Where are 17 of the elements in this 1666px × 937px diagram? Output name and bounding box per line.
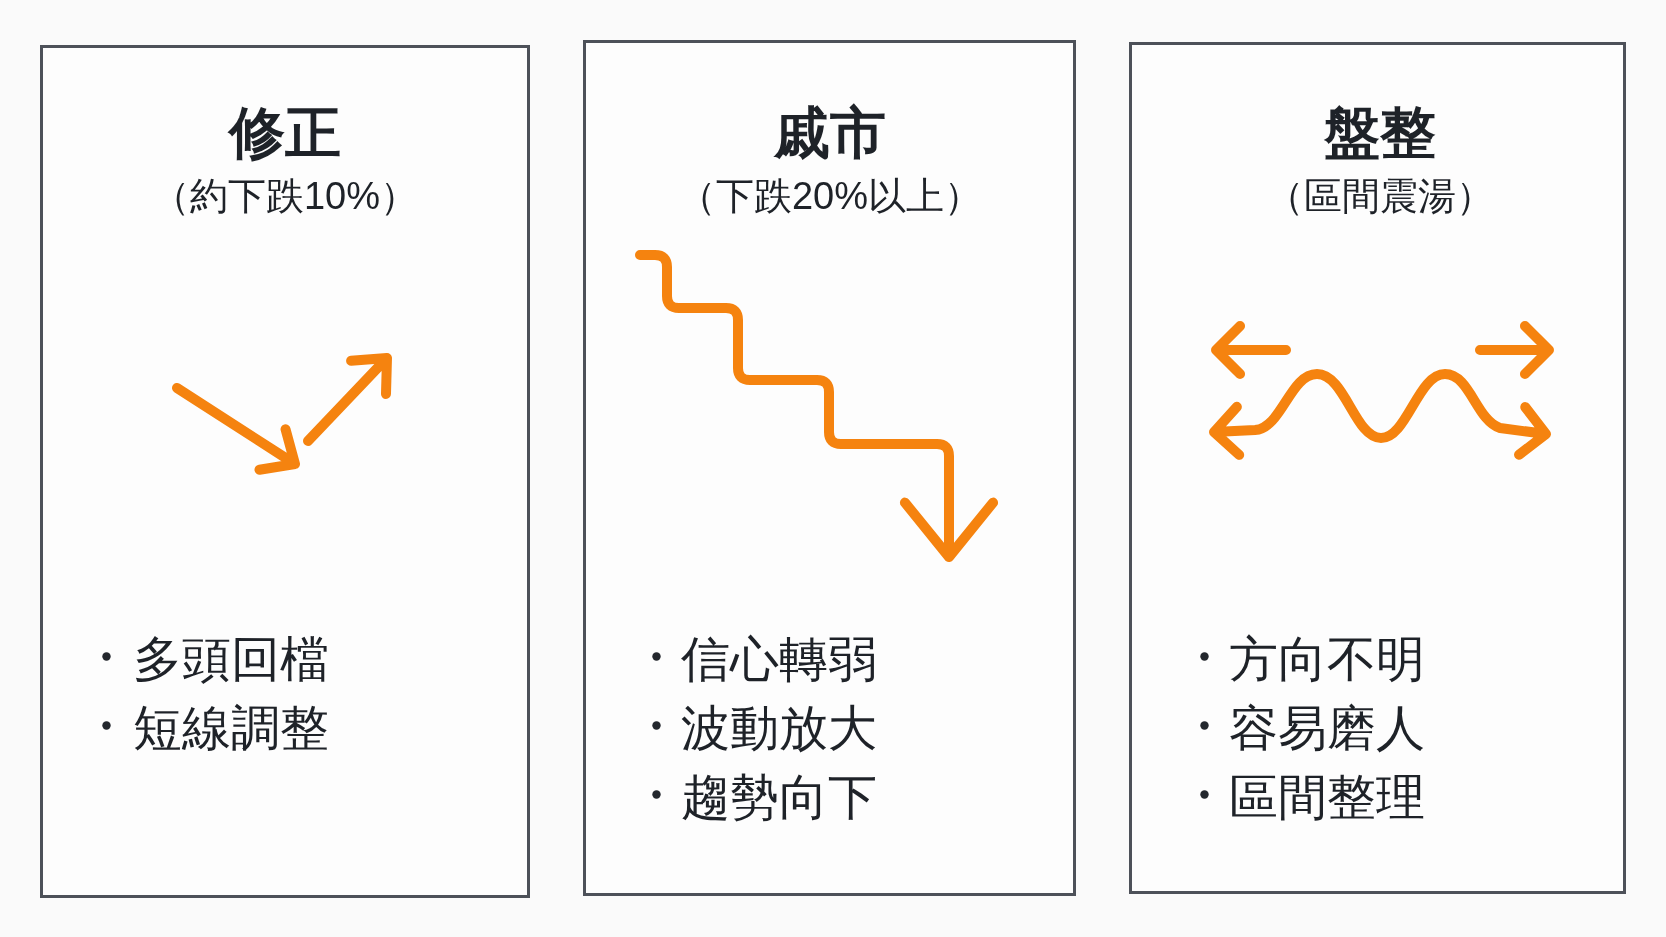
list-item: 區間整理 — [1229, 768, 1425, 826]
subheading: （區間震湯） — [1266, 175, 1494, 219]
list-item: 多頭回檔 — [133, 630, 329, 688]
heading: 戚市 — [774, 100, 886, 166]
subheading: （約下跌10%） — [151, 175, 419, 219]
heading: 盤整 — [1324, 100, 1436, 166]
list-item: 波動放大 — [681, 699, 877, 757]
list-item: 方向不明 — [1229, 630, 1425, 688]
panel-box — [583, 40, 1076, 896]
subheading: （下跌20%以上） — [677, 175, 983, 219]
panel-box — [1129, 42, 1626, 894]
panel-box — [40, 45, 530, 898]
heading: 修正 — [229, 100, 341, 166]
list-item: 容易磨人 — [1229, 699, 1425, 757]
list-item: 趨勢向下 — [681, 768, 877, 826]
list-item: 信心轉弱 — [681, 630, 877, 688]
list-item: 短線調整 — [133, 699, 329, 757]
